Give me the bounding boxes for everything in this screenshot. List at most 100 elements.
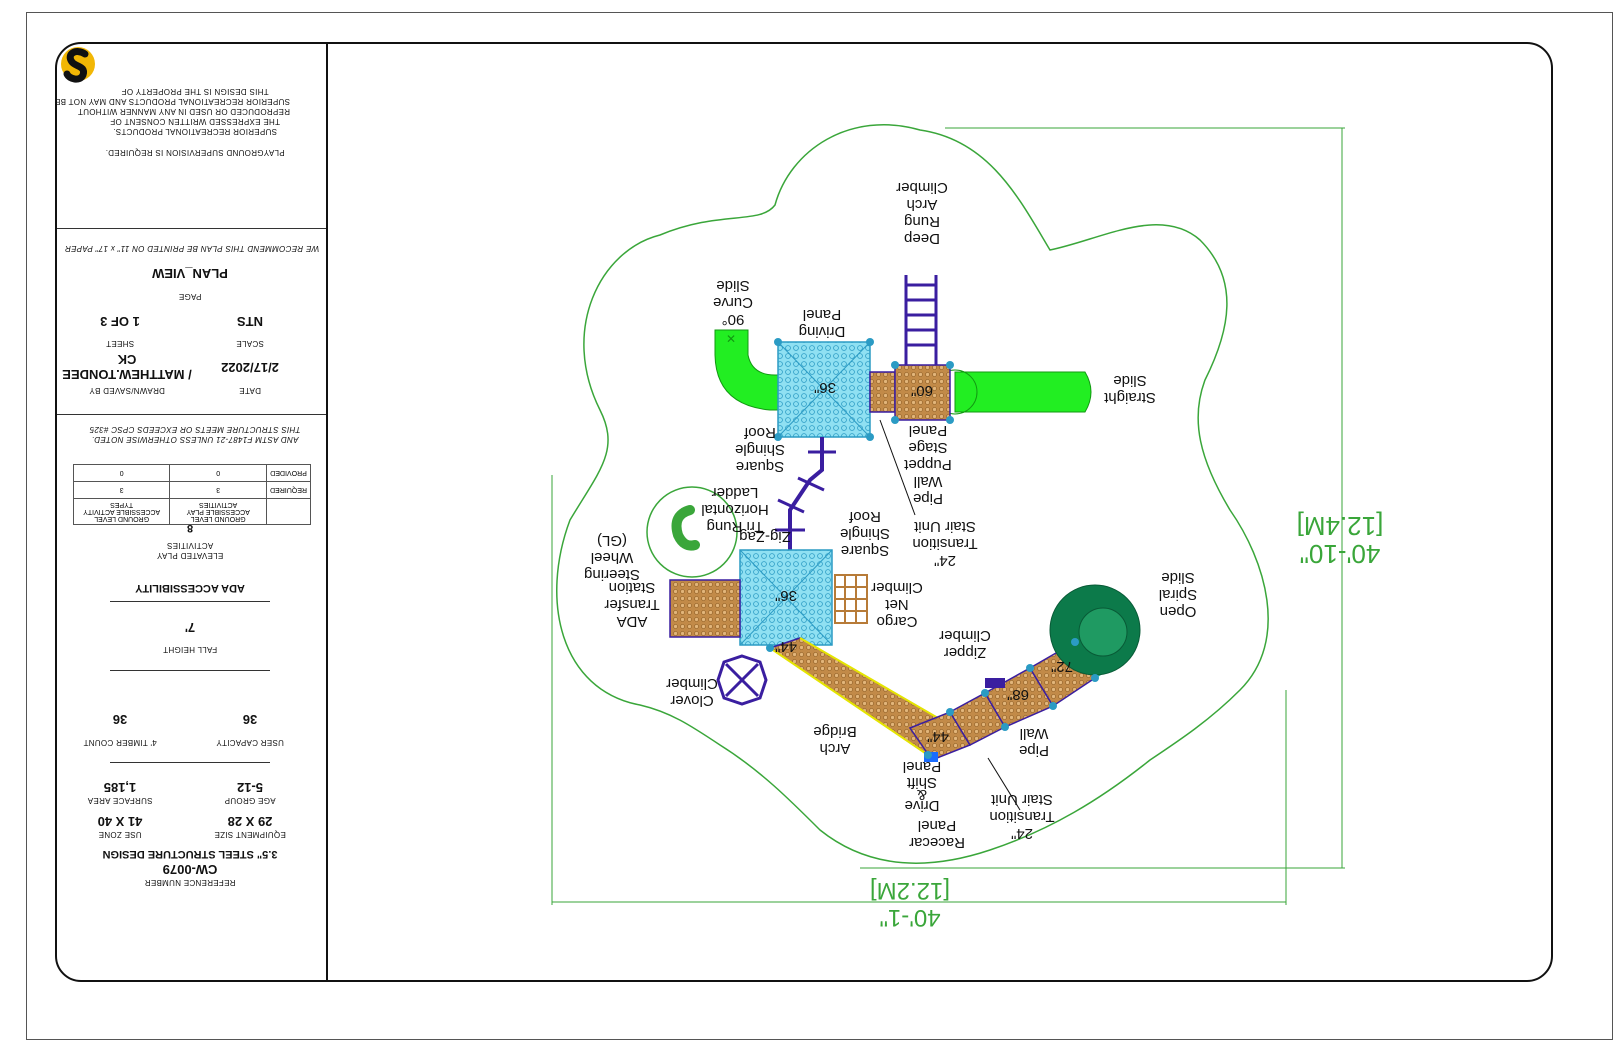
deck-height-label: 72" <box>1051 658 1073 675</box>
svg-text:Station: Station <box>609 579 656 596</box>
svg-text:Deep: Deep <box>904 230 940 247</box>
zipper-climber <box>985 678 1005 688</box>
label-transition-stair-bottom: 24" Transition Stair Unit <box>989 791 1054 842</box>
label-zipper-climber: Zipper Climber <box>939 627 991 661</box>
svg-text:Arch: Arch <box>820 740 851 757</box>
posts <box>774 338 954 441</box>
svg-text:Shingle: Shingle <box>735 441 785 458</box>
deck-height-label: 60" <box>911 382 933 399</box>
width-ft-text: 40'-1" <box>879 904 940 931</box>
spiral-center <box>1078 607 1128 657</box>
bridge-rail <box>769 647 929 756</box>
label-zig-zag: Zig-Zag <box>739 528 791 545</box>
divider-2 <box>57 414 326 415</box>
deep-rung-arch-climber <box>904 275 938 365</box>
svg-text:Clover: Clover <box>670 692 713 709</box>
divider-4 <box>110 670 270 671</box>
label-square-shingle-roof-top: Square Shingle Roof <box>735 424 785 475</box>
steering-wheel-icon <box>671 505 700 551</box>
roof-ridge <box>739 549 833 646</box>
deck-60 <box>894 364 951 421</box>
cargo-net-climber <box>834 574 868 624</box>
svg-text:68": 68" <box>1007 686 1029 703</box>
svg-text:Net: Net <box>884 596 908 613</box>
svg-text:Panel: Panel <box>903 758 941 775</box>
svg-text:60": 60" <box>911 382 933 399</box>
label-pipe-wall: Pipe Wall <box>1019 725 1049 759</box>
svg-text:Climber: Climber <box>939 627 991 644</box>
lower-posts <box>766 638 1099 759</box>
svg-text:Transition: Transition <box>989 808 1054 825</box>
drawing-frame <box>55 42 1553 982</box>
svg-text:Roof: Roof <box>743 424 776 441</box>
svg-text:72": 72" <box>1051 658 1073 675</box>
svg-text:Panel: Panel <box>918 817 956 834</box>
straight-slide <box>954 371 1092 413</box>
svg-text:(GL): (GL) <box>597 532 627 549</box>
svg-text:44": 44" <box>927 728 949 745</box>
svg-text:Climber: Climber <box>666 675 718 692</box>
svg-text:Wheel: Wheel <box>591 549 634 566</box>
deck-height-label: 44" <box>775 638 797 655</box>
label-transition-stair-top: 24" Transition Stair Unit <box>912 518 977 569</box>
svg-text:Stair Unit: Stair Unit <box>990 791 1053 808</box>
label-curve-slide: 90° Curve Slide <box>713 277 753 328</box>
svg-text:36": 36" <box>775 587 797 604</box>
svg-text:Panel: Panel <box>909 422 947 439</box>
clover-climber <box>716 654 768 706</box>
svg-text:Cargo: Cargo <box>877 613 918 630</box>
label-arch-bridge: Arch Bridge <box>813 723 856 757</box>
label-cargo-net-climber: Cargo Net Climber <box>871 579 923 630</box>
svg-text:Spiral: Spiral <box>1159 586 1197 603</box>
svg-text:Pipe: Pipe <box>1019 742 1049 759</box>
svg-text:Shift: Shift <box>906 774 937 791</box>
leader-transition-top <box>879 419 916 516</box>
label-open-spiral-slide: Open Spiral Slide <box>1159 569 1197 620</box>
label-straight-slide: Straight Slide <box>1103 372 1156 406</box>
svg-text:Horizontal: Horizontal <box>701 501 769 518</box>
height-ft-text: 40'-10" <box>1300 539 1381 569</box>
label-drive-shift-panel: Drive & Shift Panel <box>903 758 941 814</box>
svg-text:Pipe: Pipe <box>913 490 943 507</box>
svg-text:24": 24" <box>934 552 956 569</box>
svg-text:Transfer: Transfer <box>604 596 659 613</box>
bridge-rail <box>799 637 951 726</box>
deck-height-label: 68" <box>1007 686 1029 703</box>
steering-wheel-zone <box>646 486 738 578</box>
label-ada-transfer-station: ADA Transfer Station <box>604 579 659 630</box>
svg-text:Climber: Climber <box>896 179 948 196</box>
svg-text:Slide: Slide <box>1161 569 1194 586</box>
width-m-text: [12.2M] <box>870 877 950 904</box>
svg-text:Slide: Slide <box>716 277 749 294</box>
divider-3 <box>110 601 270 602</box>
svg-text:Straight: Straight <box>1103 389 1156 406</box>
svg-text:Stage: Stage <box>908 439 947 456</box>
ada-transfer-station <box>669 579 741 638</box>
leader-transition-bottom <box>987 757 1021 811</box>
svg-text:36": 36" <box>814 379 836 396</box>
logo <box>61 47 95 83</box>
zig-zag-ladder <box>788 437 824 550</box>
svg-text:Square: Square <box>841 542 889 559</box>
svg-text:Shingle: Shingle <box>840 525 890 542</box>
height-dimension-label: 40'-10" [12.4M] <box>1297 511 1384 569</box>
svg-text:Ladder: Ladder <box>712 484 759 501</box>
deck-height-label: 36" <box>775 587 797 604</box>
svg-text:Racecar: Racecar <box>909 834 965 851</box>
title-block-divider <box>326 44 328 980</box>
svg-text:Square: Square <box>736 458 784 475</box>
width-dimension-label: 40'-1" [12.2M] <box>870 877 950 931</box>
svg-text:Steering: Steering <box>584 566 640 583</box>
svg-text:24": 24" <box>1011 825 1033 842</box>
svg-text:Open: Open <box>1160 603 1197 620</box>
deck-height-label: 44" <box>927 728 949 745</box>
svg-text:ADA: ADA <box>617 613 648 630</box>
svg-text:44": 44" <box>775 638 797 655</box>
label-tri-rung-ladder: Tri Rung Horizontal Ladder <box>701 484 769 535</box>
svg-text:Roof: Roof <box>848 508 881 525</box>
svg-text:Stair Unit: Stair Unit <box>913 518 976 535</box>
slide-exit-icon: ✕ <box>726 332 736 346</box>
svg-text:Rung: Rung <box>904 213 940 230</box>
svg-text:&: & <box>917 786 927 803</box>
